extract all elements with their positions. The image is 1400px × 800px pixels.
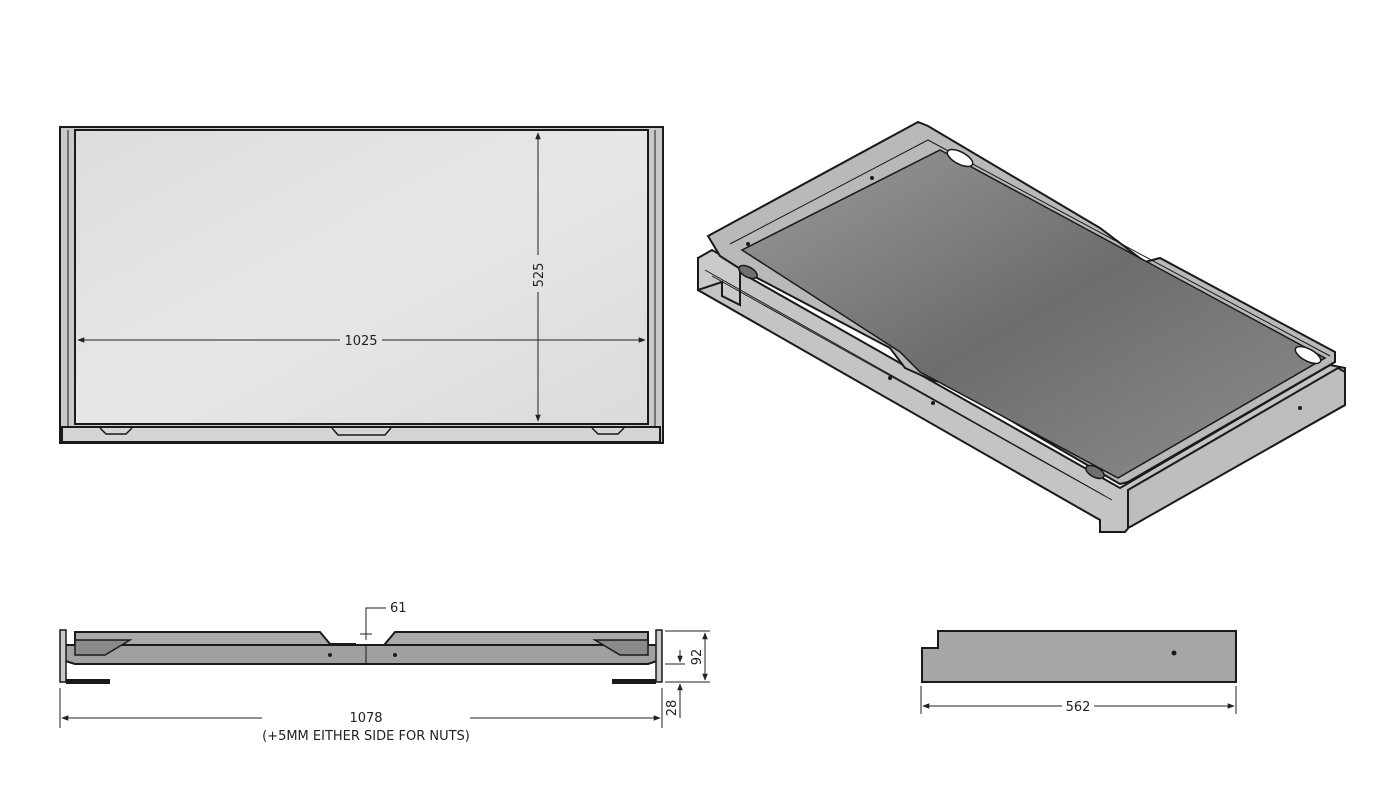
front-view: 61 92 28 1078 (+5MM EITHER SIDE FOR NUTS…	[59, 601, 710, 744]
isometric-view	[697, 120, 1346, 533]
dim-note-nuts: (+5MM EITHER SIDE FOR NUTS)	[262, 729, 470, 744]
dim-label-28: 28	[665, 700, 680, 717]
dim-leader-61	[365, 607, 386, 640]
handle-slot-right	[1085, 464, 1105, 480]
top-view-tray	[74, 129, 649, 425]
dim-label-562: 562	[1066, 700, 1091, 715]
dim-label-61: 61	[390, 601, 407, 616]
dim-label-1025: 1025	[344, 334, 377, 349]
handle-slot-back	[946, 148, 974, 168]
dim-label-92: 92	[690, 649, 705, 666]
dim-label-525: 525	[532, 263, 547, 288]
side-view: 562	[920, 630, 1237, 715]
handle-slot-left	[738, 264, 758, 280]
top-view: 1025 525	[59, 126, 664, 444]
dim-label-1078: 1078	[349, 711, 382, 726]
handle-slot-front	[1294, 345, 1322, 365]
